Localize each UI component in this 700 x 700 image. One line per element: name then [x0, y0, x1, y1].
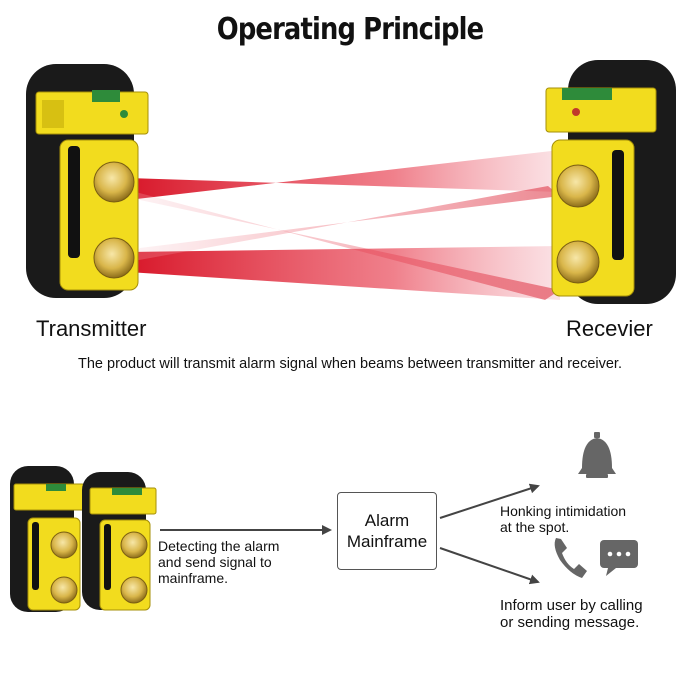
inform-line: Inform user by calling [500, 597, 643, 614]
detect-line: and send signal to [158, 554, 272, 570]
arrow-icon [439, 547, 540, 585]
inform-line: or sending message. [500, 614, 640, 631]
transmitter-device [26, 64, 149, 298]
alarm-mainframe-box: Alarm Mainframe [337, 492, 437, 570]
phone-icon [554, 538, 587, 578]
small-device-1 [10, 466, 85, 612]
caption: The product will transmit alarm signal w… [78, 356, 622, 372]
receiver-device [545, 60, 676, 304]
page-title: Operating Principle [216, 12, 484, 47]
honk-text: Honking intimidation at the spot. [500, 503, 690, 535]
beam-bottom [128, 246, 560, 300]
small-device-2 [82, 472, 157, 611]
detect-line: mainframe. [158, 570, 229, 586]
bell-icon [578, 432, 616, 478]
beam-top [128, 150, 560, 200]
honk-line: at the spot. [500, 519, 570, 535]
receiver-label: Recevier [566, 316, 653, 341]
inform-text: Inform user by calling or sending messag… [500, 597, 700, 631]
arrow-icon [439, 483, 540, 519]
beam-cross-1 [128, 190, 560, 300]
mainframe-line: Mainframe [346, 532, 428, 551]
chat-icon [600, 540, 638, 576]
transmitter-label: Transmitter [36, 316, 147, 341]
beam-cross-2 [128, 186, 560, 262]
honk-line: Honking intimidation [500, 503, 627, 519]
mainframe-line: Alarm [364, 511, 410, 530]
detect-line: Detecting the alarm [158, 538, 280, 554]
detect-text: Detecting the alarm and send signal to m… [158, 538, 328, 586]
